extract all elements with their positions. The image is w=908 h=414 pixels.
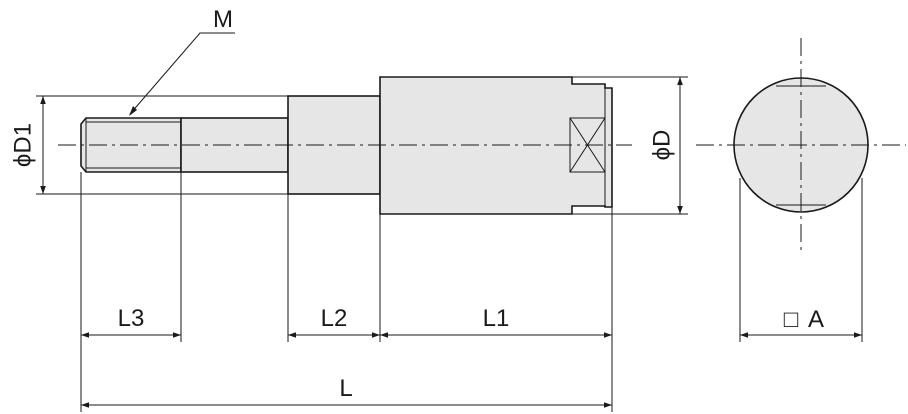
label-dia-small: ϕD1 [9,123,36,167]
label-square-letter: A [808,306,824,333]
collar-section [287,95,381,195]
pin-side-view [58,76,632,215]
label-square-symbol: □ [784,306,799,333]
label-l3: L3 [118,305,145,332]
label-dia-large: ϕD [648,130,675,161]
dimension-lines [40,32,862,408]
pin-end-view [696,38,906,252]
label-total-length: L [339,375,352,402]
extension-lines [36,76,863,412]
label-thread: M [213,6,233,33]
label-l2: L2 [321,305,348,332]
dimension-labels: M ϕD1 ϕD L3 L2 L1 L □ A [9,6,824,402]
label-l1: L1 [483,305,510,332]
thread-leader [129,32,235,115]
